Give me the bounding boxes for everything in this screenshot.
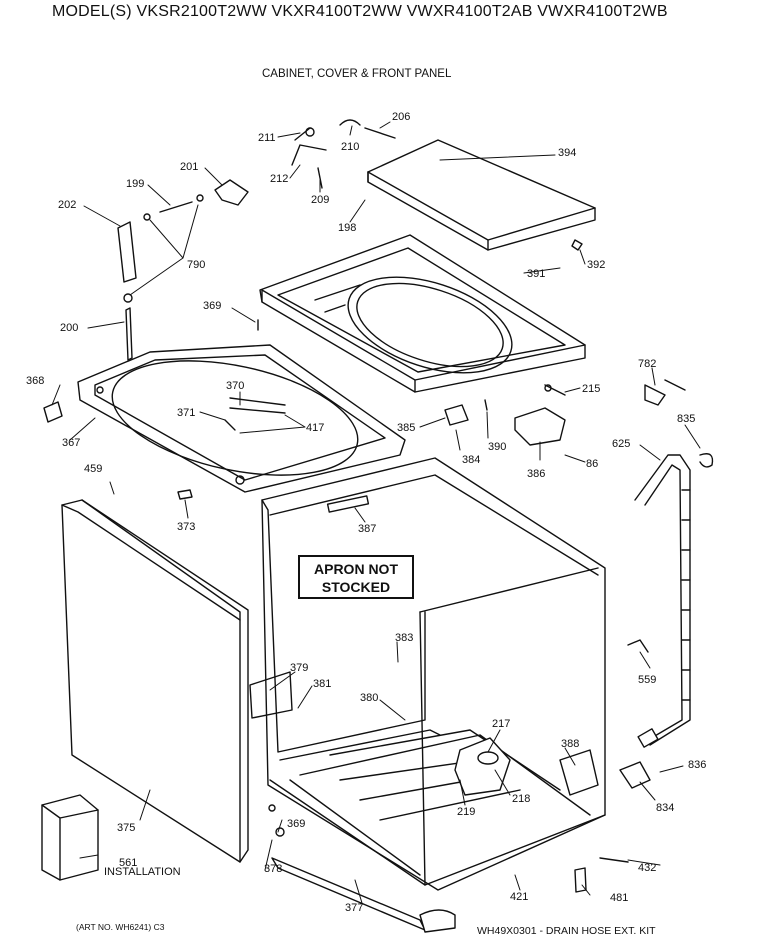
- part-label-381: 381: [313, 678, 331, 690]
- part-label-202: 202: [58, 199, 76, 211]
- part-label-834: 834: [656, 802, 674, 814]
- part-label-370: 370: [226, 380, 244, 392]
- part-label-782: 782: [638, 358, 656, 370]
- apron-note-line-2: STOCKED: [321, 579, 391, 595]
- front-panel-drawing: [61, 499, 249, 863]
- part-label-211: 211: [258, 132, 276, 144]
- apron-note-line-1: APRON NOT: [314, 561, 398, 577]
- part-label-380: 380: [360, 692, 378, 704]
- part-label-835: 835: [677, 413, 695, 425]
- part-label-790: 790: [187, 259, 205, 271]
- part-label-432: 432: [638, 862, 656, 874]
- art-number: (ART NO. WH6241) C3: [76, 922, 165, 932]
- part-label-373: 373: [177, 521, 195, 533]
- part-label-369: 369: [203, 300, 221, 312]
- part-label-379: 379: [290, 662, 308, 674]
- part-label-625: 625: [612, 438, 630, 450]
- part-label-200: 200: [60, 322, 78, 334]
- main-top-drawing: [259, 234, 586, 393]
- part-label-201: 201: [180, 161, 198, 173]
- apron-not-stocked-note: APRON NOT STOCKED: [298, 555, 414, 599]
- part-label-369-lower: 369: [287, 818, 305, 830]
- part-label-199: 199: [126, 178, 144, 190]
- part-label-481: 481: [610, 892, 628, 904]
- section-title: CABINET, COVER & FRONT PANEL: [262, 68, 452, 80]
- part-label-392: 392: [587, 259, 605, 271]
- part-label-367: 367: [62, 437, 80, 449]
- installation-label: INSTALLATION: [104, 866, 181, 878]
- part-label-218: 218: [512, 793, 530, 805]
- part-label-217: 217: [492, 718, 510, 730]
- part-label-559: 559: [638, 674, 656, 686]
- small-parts-drawing: [43, 119, 714, 893]
- part-label-383: 383: [395, 632, 413, 644]
- part-label-212: 212: [270, 173, 288, 185]
- part-label-86: 86: [586, 458, 598, 470]
- part-label-836: 836: [688, 759, 706, 771]
- part-label-421: 421: [510, 891, 528, 903]
- part-label-198: 198: [338, 222, 356, 234]
- part-label-371: 371: [177, 407, 195, 419]
- part-label-385: 385: [397, 422, 415, 434]
- part-label-219: 219: [457, 806, 475, 818]
- cabinet-body-drawing: [261, 457, 606, 891]
- installation-sheet-drawing: [41, 794, 99, 881]
- part-label-215: 215: [582, 383, 600, 395]
- cabinet-top-frame-drawing: [77, 344, 406, 493]
- part-label-387: 387: [358, 523, 376, 535]
- part-label-368: 368: [26, 375, 44, 387]
- part-label-391: 391: [527, 268, 545, 280]
- base-rail-drawing: [271, 857, 456, 933]
- part-label-384: 384: [462, 454, 480, 466]
- top-lid-drawing: [367, 139, 596, 251]
- part-label-210: 210: [341, 141, 359, 153]
- part-label-390: 390: [488, 441, 506, 453]
- part-label-378: 378: [264, 863, 282, 875]
- part-labels: 211 210 206 394 201 199 212 209 202 198 …: [26, 111, 706, 914]
- drain-hose-drawing: [634, 454, 691, 748]
- part-label-388: 388: [561, 738, 579, 750]
- part-label-561: 561: [119, 857, 137, 869]
- part-label-209: 209: [311, 194, 329, 206]
- part-label-377: 377: [345, 902, 363, 914]
- part-label-417: 417: [306, 422, 324, 434]
- leader-lines: [51, 121, 701, 904]
- part-label-459: 459: [84, 463, 102, 475]
- part-label-386: 386: [527, 468, 545, 480]
- part-label-206: 206: [392, 111, 410, 123]
- model-list: MODEL(S) VKSR2100T2WW VKXR4100T2WW VWXR4…: [52, 3, 668, 20]
- part-label-394: 394: [558, 147, 576, 159]
- drain-hose-kit-note: WH49X0301 - DRAIN HOSE EXT. KIT: [477, 925, 656, 937]
- part-label-375: 375: [117, 822, 135, 834]
